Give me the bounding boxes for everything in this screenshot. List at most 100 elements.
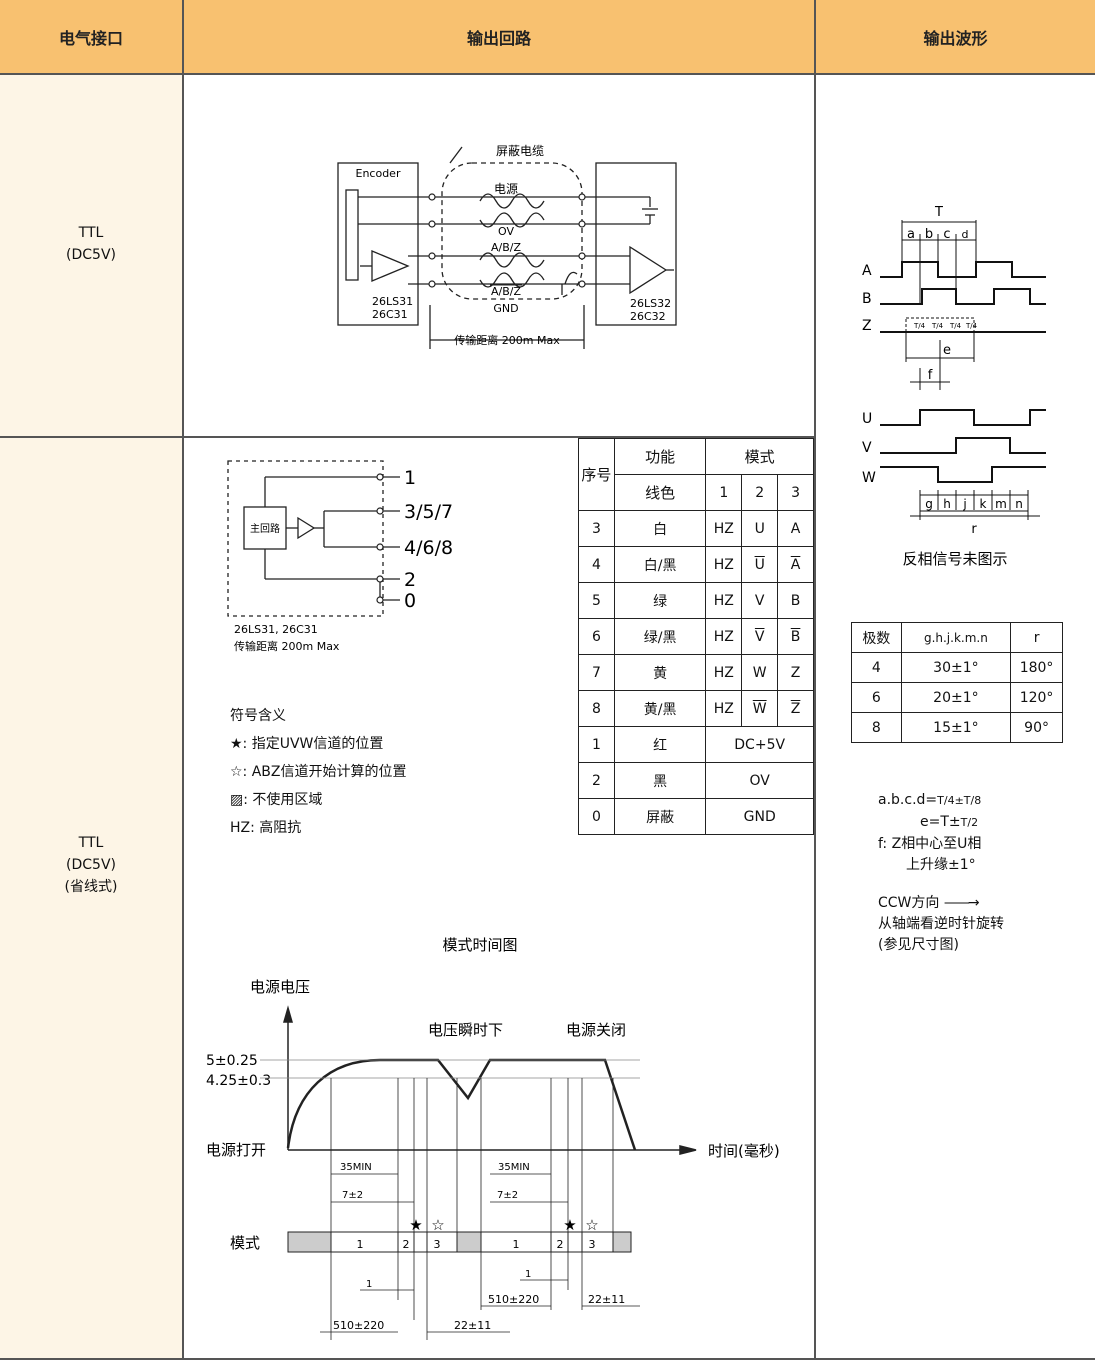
header-mode: 模式 [705,438,814,475]
ccw-note: CCW方向 ——→ 从轴端看逆时针旋转 (参见尺寸图) [878,895,1004,953]
v1-label: 5±0.25 [206,1053,258,1069]
circuit1-diagram: Encoder 屏蔽电缆 电源 OV A/B/Z A/B/Z GND 26LS3… [337,144,677,349]
cell: 8 [851,712,902,743]
t4-label-2: T/4 [931,322,944,330]
header-interface: 电气接口 [0,0,182,73]
signal-W: W [862,470,876,486]
signal-A: A [862,263,872,279]
cell: 20±1° [900,682,1012,713]
formula-abcd: a.b.c.d=T/4±T/8 [878,792,982,808]
t4-label-3: T/4 [949,322,962,330]
d22-label-2: 22±11 [588,1293,625,1306]
cell: 30±1° [900,652,1012,683]
legend-hatched: ▨: 不使用区域 [230,792,323,808]
symbol-legend: 符号含义 ★: 指定UVW信道的位置 ☆: ABZ信道开始计算的位置 ▨: 不使… [230,702,407,842]
star-icon-1: ★ [409,1216,422,1234]
cell-m1: HZ [705,582,743,619]
mode-col-2: 2 [741,474,779,511]
d510-label-2: 510±220 [488,1293,539,1306]
mode-col-3: 3 [777,474,814,511]
mode-col-1: 1 [705,474,743,511]
main-circuit-label: 主回路 [250,522,280,535]
cell-m3: Z [777,690,814,727]
header-waveform: 输出波形 [816,0,1095,73]
k-label: k [980,497,987,511]
cell-m2: V [741,618,779,655]
cell-color: 黑 [613,762,707,799]
j-label: j [962,497,966,511]
pin-label-0: 0 [404,590,416,612]
circuit2-diagram: 主回路 1 3/5/7 4/6/8 2 0 26LS31, 26C31 传输距离… [227,460,453,653]
waveform-caption: 反相信号未图示 [902,550,1007,568]
cell: 6 [851,682,902,713]
cell-seq: 1 [578,726,615,763]
gnd-label: GND [493,302,518,315]
hollow-star-icon-2: ☆ [585,1216,598,1234]
header-seq: 序号 [578,438,615,511]
cell: 4 [851,652,902,683]
cell-m2: W [741,654,779,691]
one-label-2: 1 [525,1269,531,1280]
signal-Z: Z [862,318,872,334]
pole-header-angle: g.h.j.k.m.n [900,622,1012,653]
cell-m2: W [741,690,779,727]
cell-color: 屏蔽 [613,798,707,835]
timing-title: 模式时间图 [442,936,517,954]
cell-m2: U [741,546,779,583]
f-label: f [928,368,933,383]
legend-hollow-star: ☆: ABZ信道开始计算的位置 [230,764,407,780]
receiver-label-1: 26LS32 [630,297,671,310]
cell-seq: 3 [578,510,615,547]
hollow-star-icon-1: ☆ [431,1216,444,1234]
cell-seq: 0 [578,798,615,835]
cell-color: 绿 [613,582,707,619]
cell-m3: B [777,582,814,619]
cell-seq: 7 [578,654,615,691]
shield-cable-label: 屏蔽电缆 [496,144,544,158]
pin-label-357: 3/5/7 [404,501,453,523]
cell-val: DC+5V [705,726,814,763]
output-waveform: T a b c d A B Z T/4 T/4 T/4 T/4 e f U V … [862,205,1046,568]
cell: 180° [1010,652,1063,683]
c-label: c [943,227,950,242]
formula-f: f: Z相中心至U相 上升缘±1° [878,836,982,873]
cell-color: 白 [613,510,707,547]
cell-m2: V [741,582,779,619]
seg-3b: 3 [589,1238,596,1251]
g-label: g [925,497,933,511]
min35-label-1: 35MIN [340,1162,372,1173]
formula-e: e=T±T/2 [920,814,979,830]
power-label: 电源 [494,182,518,196]
distance-label-2: 传输距离 200m Max [234,639,340,653]
cell-m1: HZ [705,618,743,655]
cell-val: OV [705,762,814,799]
legend-title: 符号含义 [230,708,286,724]
cell-m3: A [777,546,814,583]
star-icon-2: ★ [563,1216,576,1234]
signal-B: B [862,291,872,307]
pole-header-r: r [1010,622,1063,653]
time-axis-label: 时间(毫秒) [708,1142,780,1160]
cell-m3: A [777,510,814,547]
cell-m1: HZ [705,654,743,691]
t7-label-2: 7±2 [497,1190,518,1201]
cell-seq: 8 [578,690,615,727]
t7-label-1: 7±2 [342,1190,363,1201]
pin-label-468: 4/6/8 [404,537,453,559]
cell: 15±1° [900,712,1012,743]
v2-label: 4.25±0.3 [206,1073,271,1089]
cell-seq: 4 [578,546,615,583]
mode-label: 模式 [230,1234,260,1252]
cell-m1: HZ [705,546,743,583]
dip-label: 电压瞬时下 [428,1021,503,1039]
cell-m1: HZ [705,690,743,727]
header-color: 线色 [613,474,707,511]
mode-timing-chart: 模式时间图 电源电压 5±0.25 4.25±0.3 电源打开 电压瞬时下 电源… [206,936,780,1340]
